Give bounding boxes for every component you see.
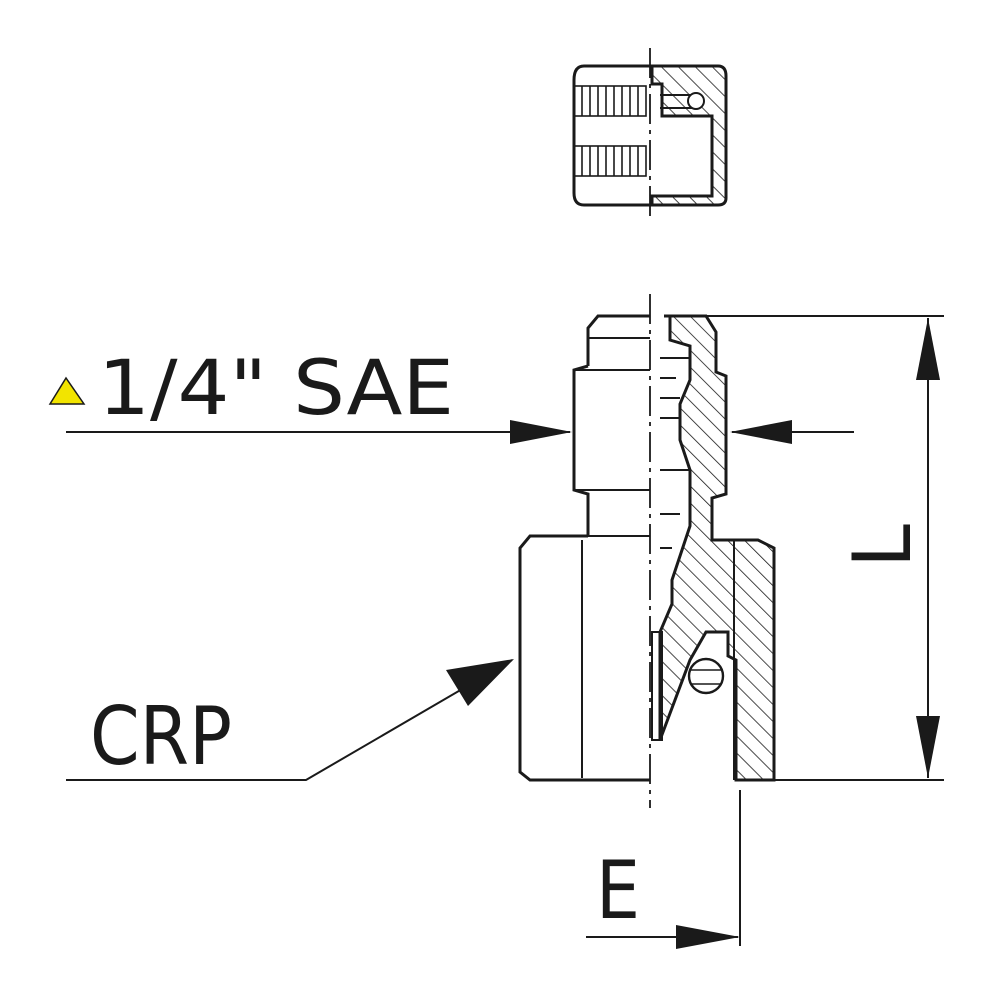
fitting-section-right	[658, 314, 776, 782]
leader-crp	[66, 659, 514, 781]
fitting-body	[518, 314, 776, 782]
dimension-length	[706, 315, 944, 781]
cap-part	[572, 64, 728, 207]
fitting-tip	[586, 314, 650, 366]
body-ball	[687, 657, 725, 695]
cap-knurl-upper	[573, 85, 647, 117]
dimension-extension	[586, 790, 741, 949]
thread-section-left	[572, 364, 590, 536]
dimension-thread	[66, 420, 854, 444]
cap-section	[650, 64, 728, 207]
thread-size-label: 1/4" SAE	[98, 343, 454, 432]
body-hex-left	[518, 534, 650, 782]
crp-label: CRP	[90, 690, 232, 783]
cap-ball	[687, 92, 705, 110]
length-label: L	[836, 524, 929, 568]
cap-knurl-lower	[573, 145, 647, 177]
triangle-marker-icon	[48, 376, 86, 405]
extension-label: E	[596, 844, 640, 937]
